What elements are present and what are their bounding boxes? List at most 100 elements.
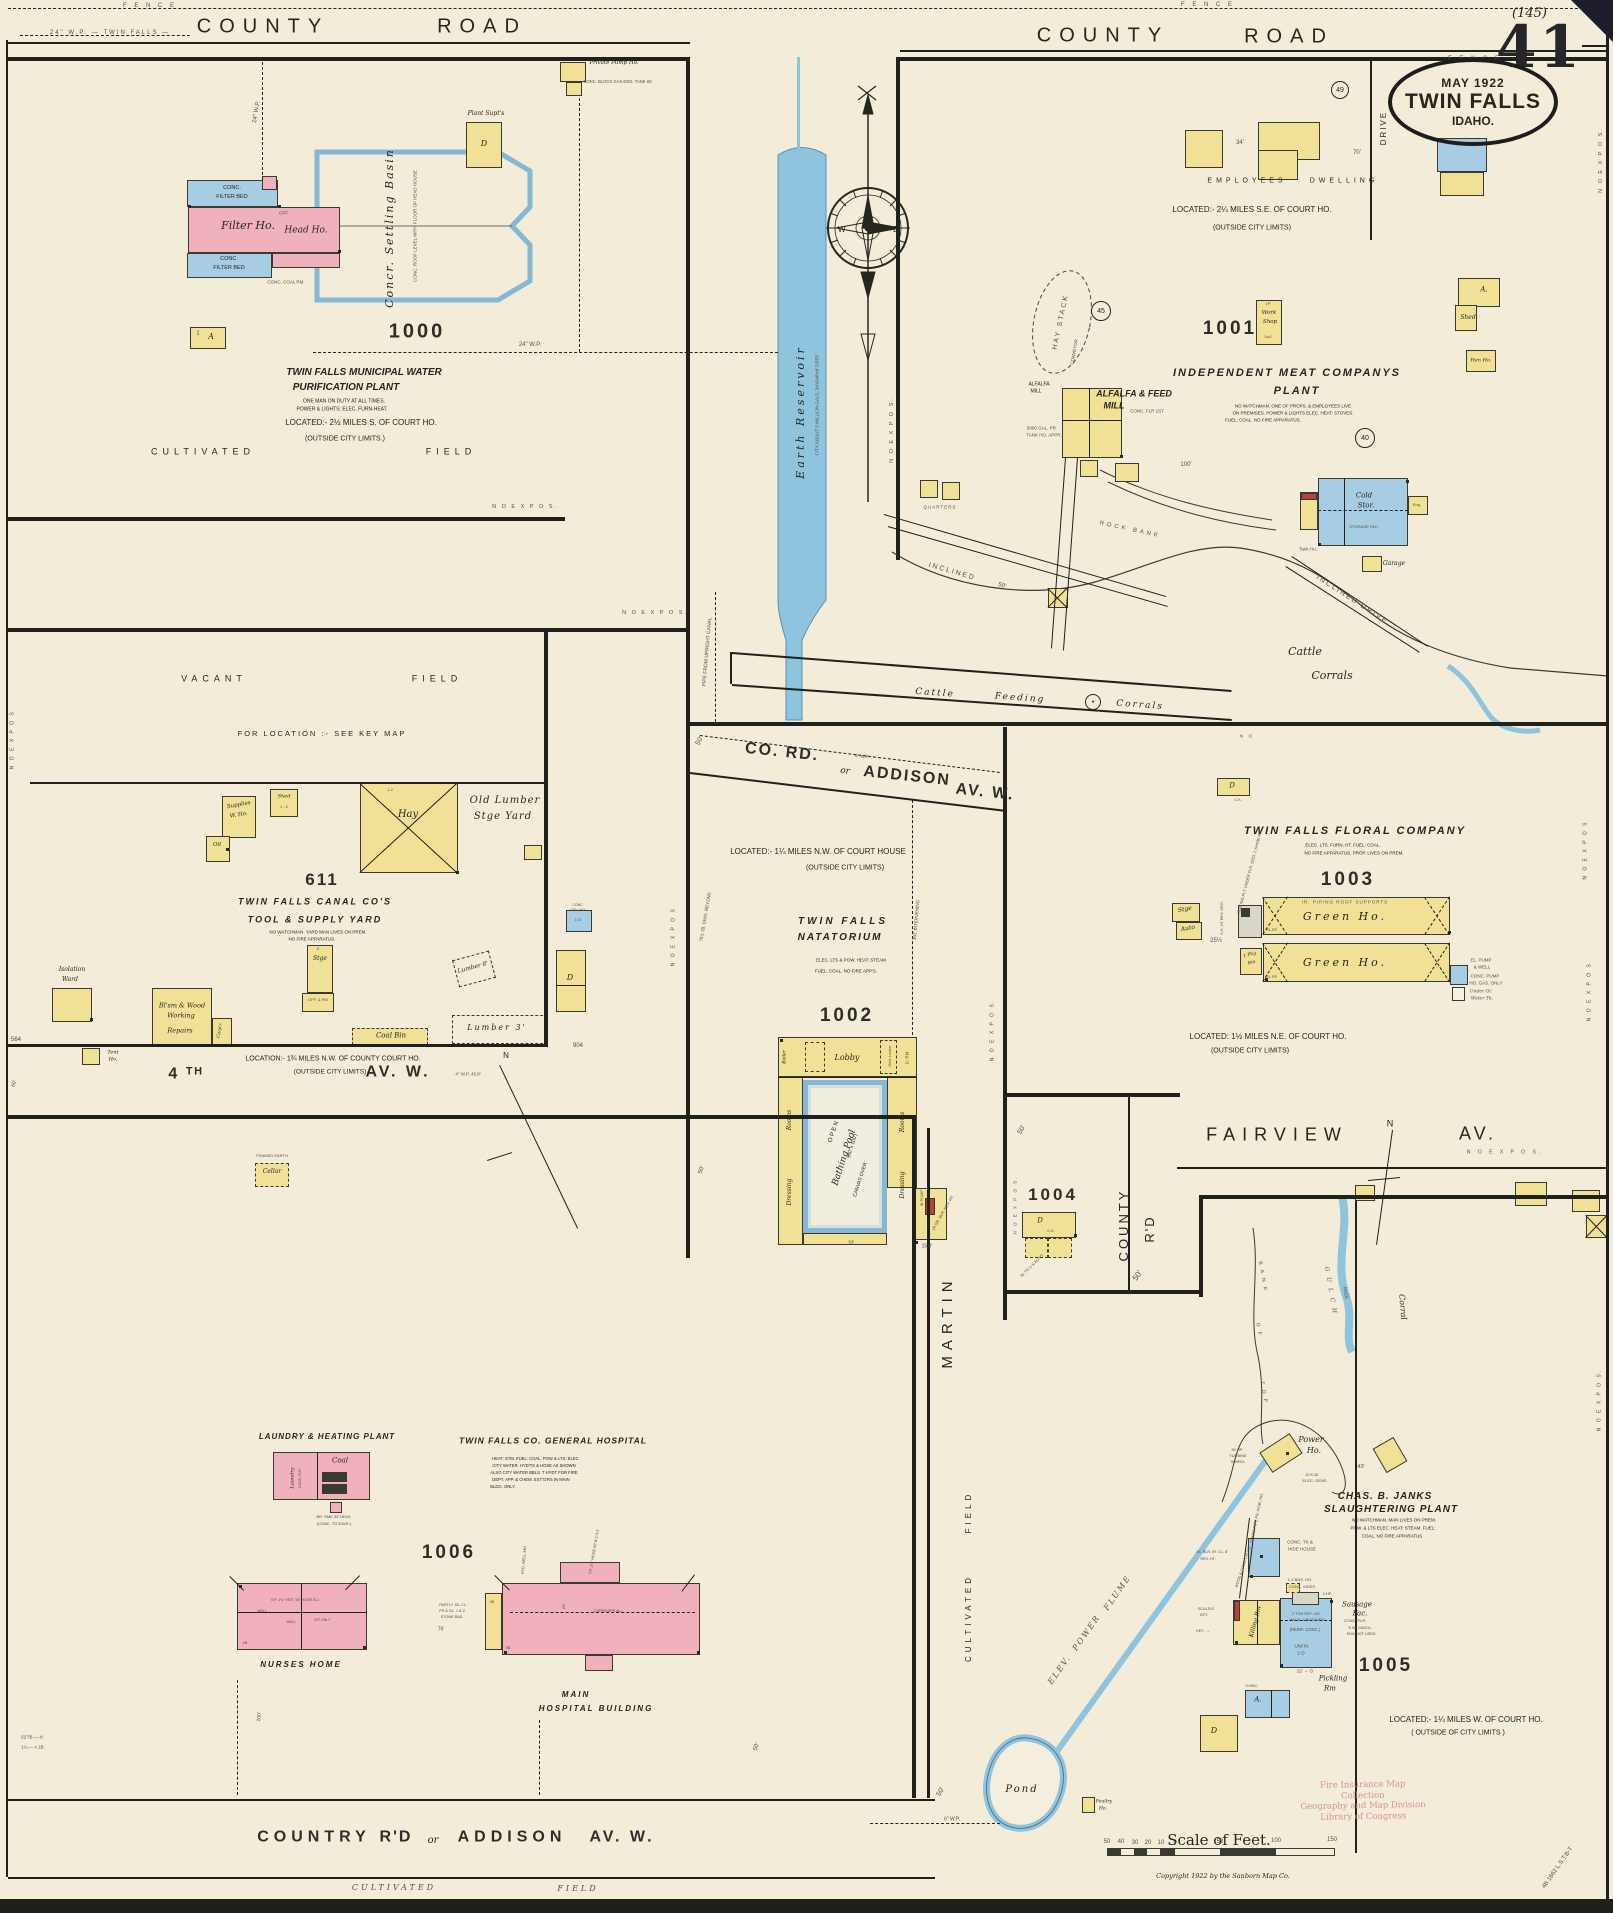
mill-shed-1: [1080, 460, 1098, 477]
label-av-w-321: AV. W.: [365, 1063, 431, 1081]
map-line-5: [686, 57, 690, 1258]
laundry-chimney: [330, 1502, 342, 1513]
floral-d-bldg: [1217, 778, 1250, 796]
scalebar-b4: [1220, 1848, 1276, 1856]
label-laundry-237: Laundry: [289, 1467, 296, 1489]
filter-house: [188, 207, 340, 253]
label-dept-app-chem-ext-g-rs-in-ma-245: DEPT. APP. & CHEM. EXT'G'RS IN MAIN: [492, 1476, 570, 1482]
label-work-52: Work: [1261, 310, 1277, 317]
map-line-17: [8, 1877, 935, 1879]
label-2b-252: 2B: [242, 1639, 248, 1645]
label-v-p-1-hot-50-hose-b-1-248: V.P. 1½" HOT. 50' HOSE B-1: [270, 1598, 320, 1603]
label-filter-bed-26: FILTER BED: [213, 265, 245, 272]
label-5-hp-gasol-202: '5 HP GASOL.: [1347, 1626, 1373, 1631]
label-or-89: or: [839, 765, 851, 777]
label-elec-gens-180: ELEC. GENS.: [1302, 1477, 1328, 1483]
label-field-123: FIELD: [963, 1490, 973, 1534]
building-dot-8: [1280, 1664, 1283, 1667]
gulch-stream: [1337, 1195, 1356, 1354]
slaughter-main: [1280, 1598, 1332, 1668]
plant-tower: [262, 176, 277, 190]
label-laundry-heating-plant-235: LAUNDRY & HEATING PLANT: [258, 1431, 396, 1441]
label-vacant-286: VACANT: [181, 673, 247, 684]
label-50-225: 50: [1103, 1838, 1111, 1845]
label-52-7b-n-277: 52'7B — N: [21, 1734, 43, 1740]
label-1001-50: 1001: [1202, 318, 1258, 340]
label-shop-53: Shop: [1262, 319, 1278, 326]
label-elec-lts-pow-heat-steam-98: ELEC. LTS & POW. HEAT: STEAM: [816, 957, 886, 963]
label-100-232: 100: [1270, 1837, 1282, 1844]
map-line-76: [1344, 478, 1345, 546]
label-ward-268: Ward: [62, 975, 78, 983]
label-d-151: D: [1229, 781, 1235, 790]
label-n-323: N: [503, 1050, 509, 1060]
power-flume: [1037, 1458, 1269, 1777]
map-line-42: [20, 35, 190, 36]
map-line-10: [8, 628, 690, 632]
label-4-w-p-45-8-322: 4" W.P. 45.8': [455, 1071, 481, 1077]
floral-pump: [1450, 965, 1468, 985]
label-under-gr-147: Under Gr.: [1469, 989, 1493, 995]
label-alfalfa-60: ALFALFA: [1028, 381, 1050, 388]
label-natatorium-97: NATATORIUM: [797, 931, 883, 943]
label-1-2-bns-ho-193: 1-2 BNS. HO.: [1287, 1576, 1313, 1582]
cold-storage-red: [1301, 493, 1317, 500]
building-dot-19: [1448, 931, 1451, 934]
map-line-38: [237, 1680, 238, 1795]
page-ref: (145): [1512, 6, 1547, 21]
label-4-320: 4 ᵀᴴ: [168, 1065, 204, 1083]
nurses-home: [237, 1583, 367, 1650]
label-poultry-223: Poultry: [1095, 1799, 1113, 1805]
label-employees-9: EMPLOYEES: [1207, 177, 1287, 185]
building-dot-10: [1250, 1575, 1253, 1578]
label-cell-ho-314: CELL HO.: [570, 908, 586, 913]
quarters-1: [920, 480, 938, 498]
svg-text:E: E: [893, 225, 898, 234]
building-dot-12: [363, 1646, 366, 1649]
label-framed-earth-273: FRAMED EARTH: [256, 1152, 288, 1158]
building-dot-23: [1260, 1555, 1263, 1558]
label-fuel-coal-no-fire-apparatus-59: FUEL: COAL. NO FIRE APPARATUS.: [1225, 417, 1301, 423]
label-addison-282: ADDISON: [457, 1828, 567, 1846]
label-fac-197: Fac.: [1352, 1609, 1368, 1618]
map-line-69: [1062, 420, 1122, 421]
label-wall-250: WALL: [286, 1620, 296, 1625]
label-r-d-280: R'D: [379, 1828, 413, 1846]
label-conc-coal-rm-27: CONC. COAL RM.: [267, 279, 305, 285]
map-line-39: [539, 1720, 540, 1795]
label-20-228: 20: [1144, 1839, 1152, 1846]
packing-room: [1240, 948, 1262, 975]
map-line-75: [317, 1452, 318, 1500]
label-eng-not-used-203: ENG NOT USED: [1346, 1632, 1376, 1637]
label-earth-reservoir-43: Earth Reservoir: [794, 345, 808, 479]
settling-basin: [314, 149, 533, 303]
label-located-2-miles-s-of-court-h-36: LOCATED:- 2½ MILES S. OF COURT HO.: [285, 417, 437, 427]
label-fr-gl-1-2-256: FR & GL. 1 & 2: [439, 1609, 465, 1614]
map-line-30: [730, 652, 732, 684]
label-corral-172: Corral: [1397, 1293, 1409, 1321]
garage-small: [1362, 556, 1382, 572]
label-n-o-153: N O: [1239, 733, 1255, 739]
label-dressing-114: Dressing: [785, 1178, 793, 1206]
label-twin-falls-co-general-hospit-241: TWIN FALLS CO. GENERAL HOSPITAL: [459, 1435, 647, 1446]
label-partly-1b-cl-255: PARTLY 1B. CL.: [439, 1603, 467, 1608]
label-c-k-152: C.K.: [1234, 798, 1242, 803]
bathing-pool: [803, 1080, 887, 1233]
label-el-pump-143: EL. PUMP: [1470, 957, 1492, 963]
natatorium-stack: [925, 1198, 935, 1215]
label-elec-lts-furn-ht-fuel-coal-128: ELEC. LTS. FURN. HT. FUEL: COAL.: [1305, 842, 1381, 848]
building-dot-9: [1330, 1600, 1333, 1603]
label-garage-75: Garage: [1382, 559, 1406, 567]
label-shed-292: Shed: [277, 793, 291, 800]
label-1w2-54: 1w2: [1264, 333, 1272, 339]
label-1003-130: 1003: [1320, 869, 1376, 891]
map-state: IDAHO.: [1452, 114, 1494, 128]
label-corrals-84: Corrals: [1311, 669, 1353, 683]
label-unfin-208: UNFIN.: [1294, 1643, 1310, 1649]
label-no-fire-apparatus-302: NO FIRE APPARATUS.: [288, 936, 336, 942]
map-line-87: [1582, 45, 1608, 47]
label-filter-bed-21: FILTER BED: [216, 194, 248, 201]
tent-house: [82, 1048, 100, 1065]
label-1p-51: 1P: [1265, 300, 1271, 306]
label-off-rm-305: OFF. & RM: [308, 996, 328, 1002]
